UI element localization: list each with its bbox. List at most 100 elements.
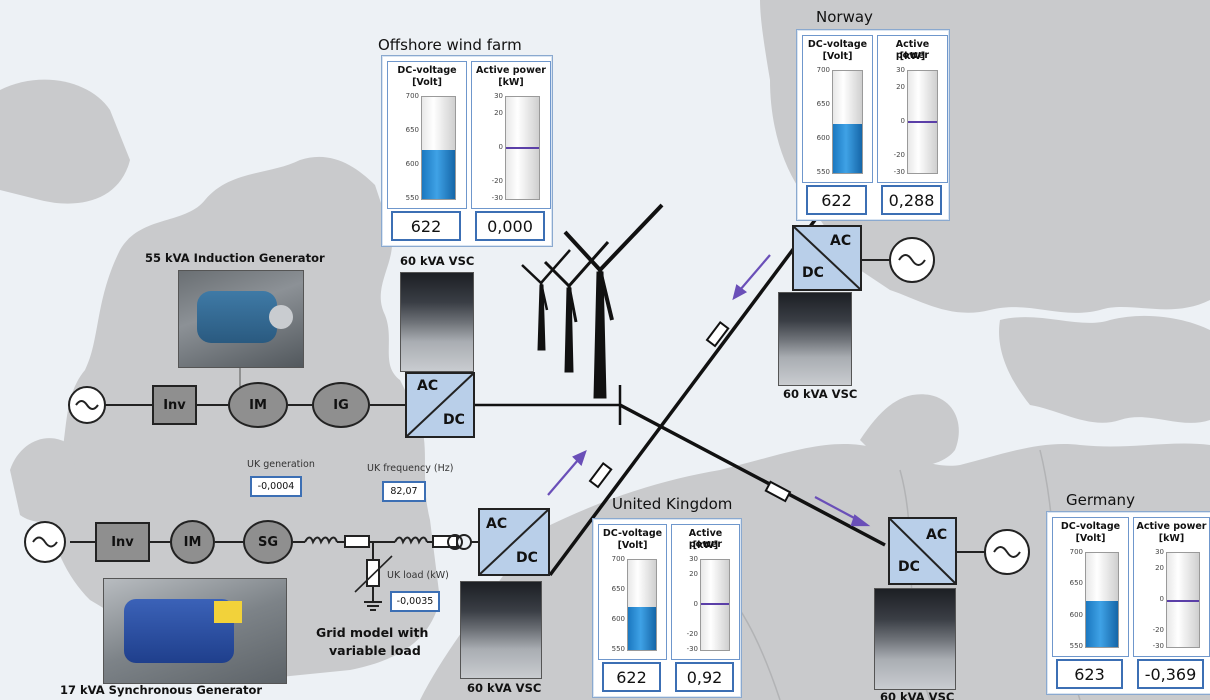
active-power-value: 0,288 — [881, 185, 942, 215]
converter-dc-label: DC — [802, 265, 824, 281]
uk-generation-label: UK generation — [247, 459, 315, 470]
power-tick-label: 30 — [1155, 548, 1164, 556]
induction-generator-block: IG — [312, 382, 370, 428]
induction-generator-caption: 55 kVA Induction Generator — [145, 251, 325, 265]
power-tick-label: -30 — [893, 168, 905, 176]
active-power-unit: [kW] — [498, 77, 524, 88]
uk-generation-value: -0,0004 — [250, 476, 302, 497]
power-level-tube — [505, 96, 540, 200]
voltage-tick-label: 600 — [405, 160, 419, 168]
voltage-tick-label: 650 — [405, 126, 419, 134]
synchronous-generator-photo — [103, 578, 287, 684]
active-power-heading: Active power — [1136, 521, 1207, 532]
dc-voltage-heading: DC-voltage — [397, 65, 457, 76]
inverter-block-upper: Inv — [152, 385, 197, 425]
power-tick-label: -20 — [893, 151, 905, 159]
power-tick-label: 0 — [900, 117, 905, 125]
voltage-level-fill — [422, 150, 455, 199]
dc-voltage-heading: DC-voltage — [602, 528, 663, 539]
voltage-tick-label: 700 — [405, 92, 419, 100]
voltage-level-tube — [627, 559, 657, 651]
power-tick-label: 20 — [896, 83, 905, 91]
power-tick-label: 30 — [494, 92, 503, 100]
power-level-tube — [700, 559, 730, 651]
region-title-germany: Germany — [1066, 491, 1135, 509]
voltage-tick-label: 600 — [816, 134, 830, 142]
power-tick-label: -20 — [686, 630, 698, 638]
voltage-level-fill — [833, 124, 862, 173]
synchronous-generator-block: SG — [243, 520, 293, 564]
voltage-level-tube — [1085, 552, 1119, 648]
region-title-norway: Norway — [816, 8, 873, 26]
power-tick-label: 30 — [896, 66, 905, 74]
voltage-tick-label: 550 — [611, 645, 625, 653]
dc-voltage-unit: [Volt] — [822, 51, 853, 62]
uk-frequency-label: UK frequency (Hz) — [367, 463, 454, 474]
induction-motor-upper: IM — [228, 382, 288, 428]
power-level-indicator — [701, 602, 729, 605]
induction-motor-lower: IM — [170, 520, 215, 564]
power-level-tube — [907, 70, 938, 174]
power-tick-label: 0 — [498, 143, 503, 151]
power-level-tube — [1166, 552, 1200, 648]
power-tick-label: 0 — [693, 600, 698, 608]
active-power-heading: Active power — [476, 65, 546, 76]
grid-model-caption-line1: Grid model with — [316, 625, 429, 640]
active-power-unit: [kW] — [899, 51, 926, 62]
converter-dc-label: DC — [898, 559, 920, 575]
power-tick-label: 0 — [1159, 595, 1164, 603]
voltage-tick-label: 650 — [816, 100, 830, 108]
power-tick-label: -30 — [686, 645, 698, 653]
power-tick-label: -30 — [1152, 642, 1164, 650]
voltage-level-fill — [1086, 601, 1118, 647]
vsc-photo-germany — [874, 588, 956, 690]
converter-uk: AC DC — [478, 508, 550, 576]
power-tick-label: 20 — [494, 109, 503, 117]
active-power-value: 0,92 — [675, 662, 734, 692]
voltage-tick-label: 550 — [405, 194, 419, 202]
vsc-photo-offshore — [400, 272, 474, 372]
dc-voltage-value: 622 — [806, 185, 867, 215]
power-tick-label: -20 — [491, 177, 503, 185]
converter-dc-label: DC — [443, 412, 465, 428]
vsc-caption-uk: 60 kVA VSC — [467, 681, 542, 695]
converter-ac-label: AC — [417, 378, 439, 394]
power-tick-label: 20 — [1155, 563, 1164, 572]
vsc-caption-norway: 60 kVA VSC — [783, 387, 858, 401]
voltage-tick-label: 650 — [611, 585, 625, 593]
voltage-tick-label: 650 — [1069, 579, 1083, 588]
uk-load-value: -0,0035 — [390, 591, 440, 612]
uk-frequency-value: 82,07 — [382, 481, 426, 502]
voltage-level-tube — [421, 96, 456, 200]
inverter-block-lower: Inv — [95, 522, 150, 562]
dc-voltage-heading: DC-voltage — [807, 39, 868, 50]
converter-dc-label: DC — [516, 550, 538, 566]
dc-voltage-unit: [Volt] — [617, 540, 648, 551]
dc-voltage-value: 623 — [1056, 659, 1123, 689]
voltage-tick-label: 700 — [816, 66, 830, 74]
grid-model-caption-line2: variable load — [329, 643, 421, 658]
converter-ac-label: AC — [926, 527, 948, 543]
dc-voltage-value: 622 — [391, 211, 461, 241]
induction-generator-photo — [178, 270, 304, 368]
voltage-tick-label: 700 — [1069, 548, 1083, 556]
vsc-photo-uk — [460, 581, 542, 679]
vsc-caption-germany: 60 kVA VSC — [880, 690, 955, 700]
converter-norway: AC DC — [792, 225, 862, 291]
power-tick-label: 30 — [689, 555, 698, 563]
converter-ac-label: AC — [830, 233, 852, 249]
voltage-tick-label: 600 — [611, 615, 625, 623]
power-level-indicator — [1167, 599, 1199, 602]
